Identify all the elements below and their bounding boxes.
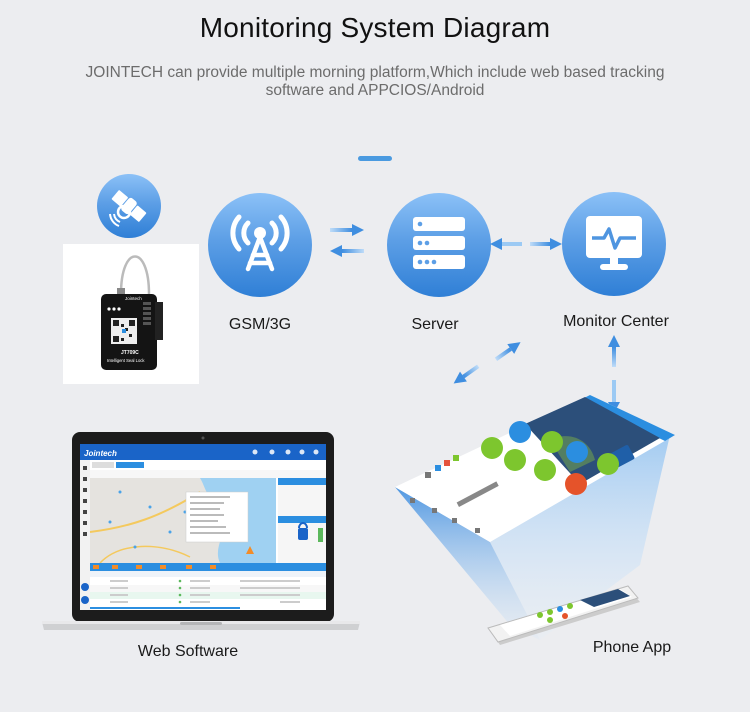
subtitle-line-2: software and APPCIOS/Android [265,82,485,99]
seal-lock-device-card: Jointech JT709C Intelligent Seal Lock [63,244,199,384]
server-icon [413,217,465,269]
map-info-popup [185,491,249,543]
device-caption: Intelligent Seal Lock [107,358,145,363]
arrow-phone-to-monitor [608,335,620,367]
subtitle-line-1: JOINTECH can provide multiple morning pl… [85,64,665,81]
page-subtitle: JOINTECH can provide multiple morning pl… [40,64,710,100]
arrow-gsm-to-server [330,224,364,236]
web-app-table-toolbar [90,563,326,571]
satellite-icon [109,190,147,227]
projected-app-screen [395,395,675,542]
web-software-label: Web Software [137,643,239,660]
phone-device [487,585,640,645]
phone-app-label: Phone App [592,639,672,656]
server-node [387,193,491,297]
arrow-monitor-to-server [490,238,522,250]
title-divider [358,156,392,161]
projection-beam-left [395,487,540,640]
laptop-camera [201,436,205,440]
app-function-icons [481,421,619,495]
phone-app-projection [395,395,675,645]
cell-tower-icon [230,214,290,272]
device-brand: Jointech [125,296,142,301]
arrow-to-phone-diagonal [453,364,480,384]
arrow-to-server-diagonal [494,342,521,361]
gsm-node [208,193,312,297]
satellite-node [97,174,161,238]
page-title: Monitoring System Diagram [199,12,551,43]
server-label: Server [411,316,459,333]
monitor-pulse-icon [586,216,642,270]
web-app-brand: Jointech [84,449,117,458]
monitor-center-label: Monitor Center [563,313,669,330]
arrow-server-to-monitor [530,238,562,250]
arrow-server-to-gsm [330,245,364,257]
web-app-table-rows [90,578,326,606]
seal-lock-device-image: Jointech JT709C Intelligent Seal Lock [101,255,163,370]
laptop-web-software: Jointech [42,432,360,630]
monitor-center-node [562,192,666,296]
device-model: JT709C [121,350,139,356]
gsm-label: GSM/3G [228,316,292,333]
web-app-header [80,444,326,460]
projection-beam-right [490,435,670,640]
